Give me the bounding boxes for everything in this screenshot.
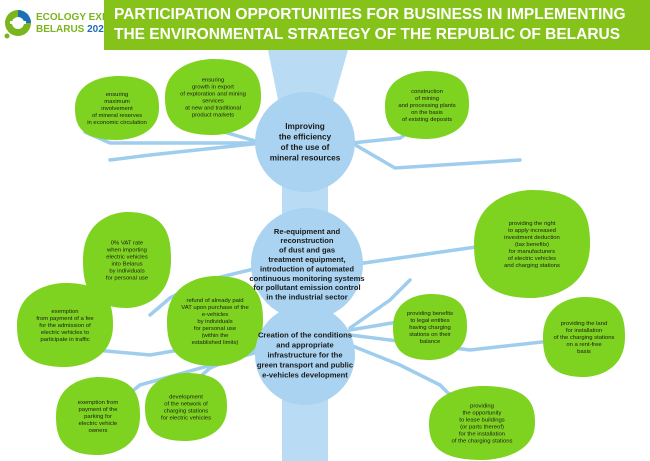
leaf-shape — [167, 276, 263, 366]
logo-name: ECOLOGY EXPO — [36, 12, 117, 23]
header: ECOLOGY EXPO BELARUS 2021 PARTICIPATION … — [0, 0, 650, 50]
page-title-line1: PARTICIPATION OPPORTUNITIES FOR BUSINESS… — [114, 6, 626, 23]
logo-text-line2: BELARUS 2021 — [36, 24, 109, 35]
title-bar: PARTICIPATION OPPORTUNITIES FOR BUSINESS… — [104, 0, 650, 50]
leaf-shape — [83, 212, 171, 308]
branch-13 — [348, 333, 562, 352]
branch-14 — [348, 278, 412, 330]
logo-emblem-icon — [4, 10, 31, 39]
branch-3 — [108, 141, 264, 162]
logo-year: 2021 — [87, 24, 110, 35]
leaf-shape — [165, 58, 261, 136]
page-title-line2: THE ENVIRONMENTAL STRATEGY OF THE REPUBL… — [114, 26, 621, 43]
logo-country: BELARUS — [36, 24, 85, 35]
branch-5 — [350, 141, 522, 170]
circle-shape — [255, 305, 355, 405]
leaf-shape — [393, 294, 467, 360]
leaf-shape — [543, 297, 625, 377]
leaf-shape — [17, 283, 113, 367]
leaf-shape — [474, 190, 590, 298]
leaf-shape — [145, 373, 227, 441]
leaf-shape — [75, 76, 159, 140]
circle-shape — [255, 92, 355, 192]
logo-text-line1: ECOLOGY EXPO — [36, 12, 116, 23]
leaf-shape — [385, 71, 469, 139]
leaf-shape — [56, 377, 140, 455]
circle-shape — [251, 208, 363, 320]
branch-10 — [348, 243, 492, 267]
ecology-expo-logo: ECOLOGY EXPO BELARUS 2021 — [4, 6, 116, 46]
leaf-shape — [429, 386, 535, 460]
